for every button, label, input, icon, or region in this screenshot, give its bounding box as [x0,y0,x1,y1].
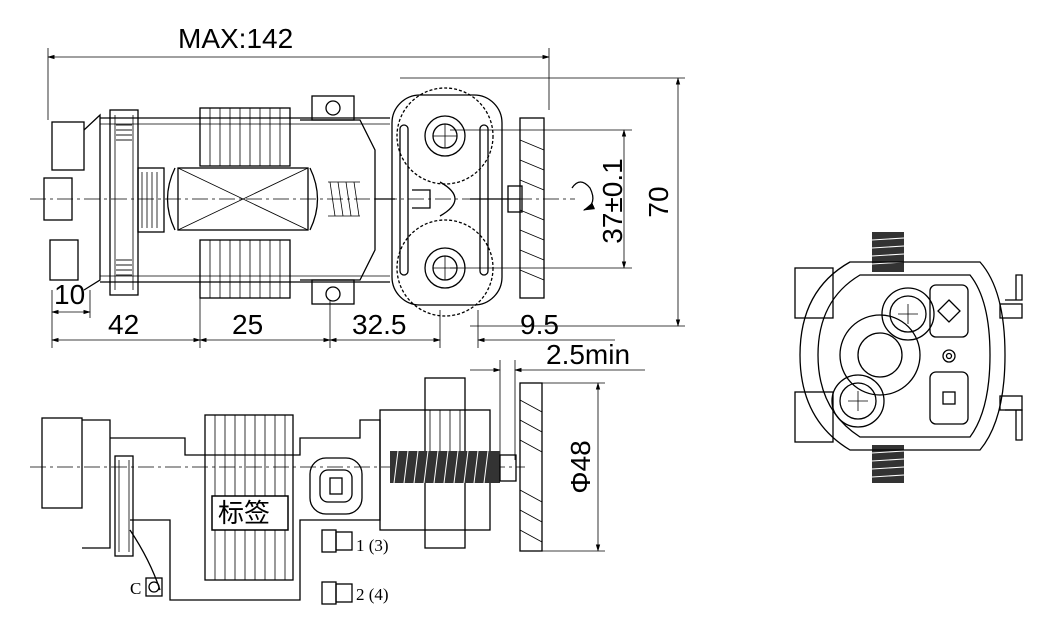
dimension-texts: MAX:142 70 37±0.1 10 42 25 32.5 9.5 2.5m… [54,23,674,604]
dim-diameter: Φ48 [565,440,596,493]
dim-10: 10 [54,279,85,310]
dim-gap-min: 2.5min [546,339,630,370]
dim-25: 25 [232,309,263,340]
dim-max-length: MAX:142 [178,23,293,54]
terminal-c-label: C [130,579,141,598]
dim-42: 42 [108,309,139,340]
label-box [211,495,289,531]
motor-end-view [794,232,1023,483]
motor-side-view [30,377,543,605]
label-text: 标签 [218,499,270,529]
dim-height-70: 70 [643,186,674,217]
dim-32-5: 32.5 [352,309,407,340]
terminal-2-label: 2 (4) [356,585,389,604]
terminal-1-label: 1 (3) [356,536,389,555]
motor-top-view [30,87,596,317]
dim-center-distance: 37±0.1 [597,158,628,243]
dimension-lines-top [47,48,685,552]
dim-9-5: 9.5 [520,309,559,340]
